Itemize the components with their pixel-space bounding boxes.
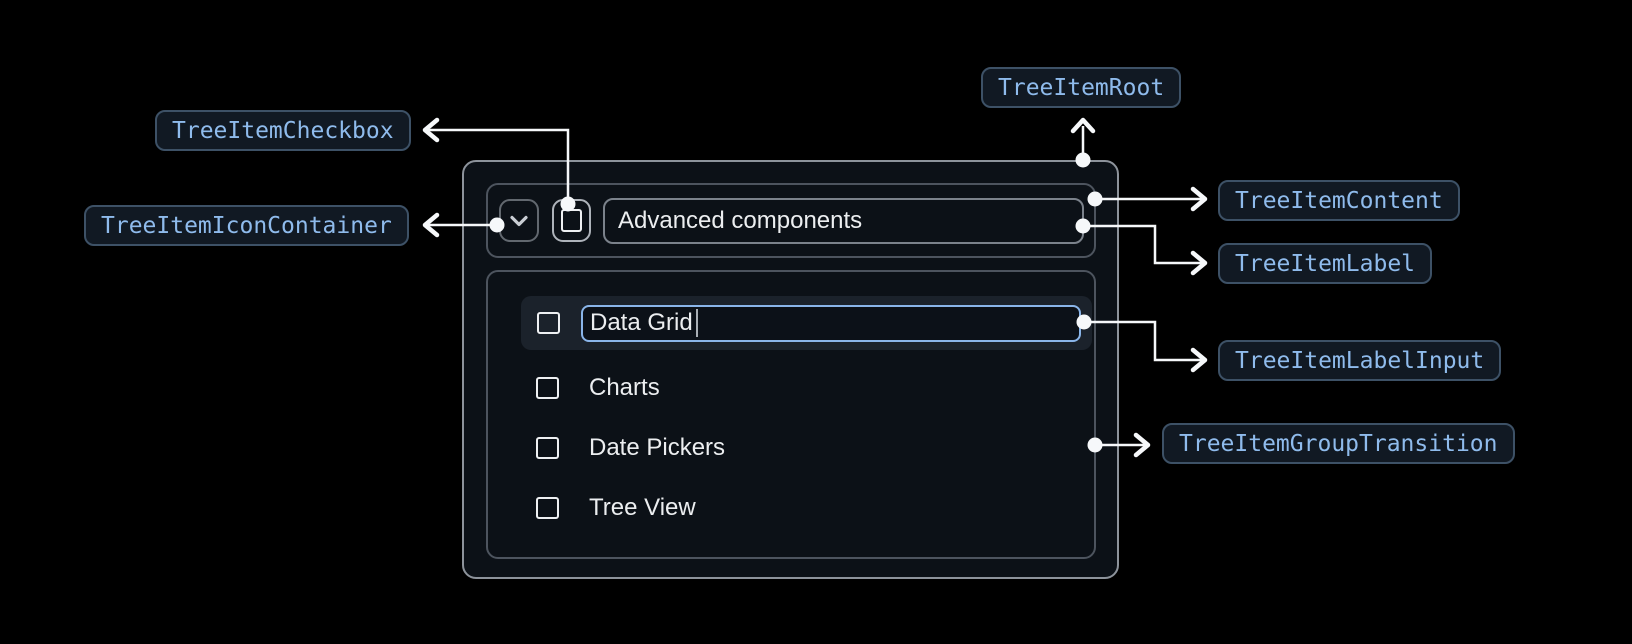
chevron-down-icon (510, 215, 528, 227)
checkbox-unchecked-icon[interactable] (536, 497, 559, 519)
badge-tree-item-checkbox: TreeItemCheckbox (155, 110, 411, 151)
tree-item-row[interactable]: Date Pickers (521, 426, 1092, 470)
tree-item-label-text: Tree View (589, 494, 696, 521)
tree-item-row[interactable]: Charts (521, 366, 1092, 410)
checkbox-unchecked-icon[interactable] (537, 312, 560, 334)
checkbox-unchecked-icon[interactable] (536, 437, 559, 459)
badge-tree-item-label-input: TreeItemLabelInput (1218, 340, 1502, 381)
badge-tree-item-icon-container: TreeItemIconContainer (84, 205, 409, 246)
tree-item-row[interactable]: Tree View (521, 486, 1092, 530)
tree-item-group-transition: Data Grid Charts Date Pickers Tree View (486, 270, 1096, 559)
badge-tree-item-group-transition: TreeItemGroupTransition (1162, 423, 1515, 464)
text-cursor (695, 309, 699, 337)
checkbox-unchecked-icon (561, 209, 582, 232)
tree-item-label-text: Charts (589, 374, 660, 401)
badge-tree-item-content: TreeItemContent (1218, 180, 1460, 221)
label-input-value: Data Grid (590, 309, 693, 336)
tree-item-label-text: Date Pickers (589, 434, 726, 461)
badge-tree-item-root: TreeItemRoot (981, 67, 1182, 108)
tree-item-row-editing[interactable]: Data Grid (521, 296, 1092, 350)
tree-item-label-input[interactable]: Data Grid (581, 304, 1081, 342)
tree-item-label: Advanced components (603, 197, 1084, 244)
tree-item-root: Advanced components Data Grid Charts Dat… (462, 160, 1119, 579)
checkbox-unchecked-icon[interactable] (536, 377, 559, 399)
tree-item-checkbox[interactable] (552, 199, 591, 242)
tree-item-label-text: Advanced components (618, 206, 863, 234)
tree-item-content[interactable]: Advanced components (486, 183, 1096, 258)
tree-item-icon-container[interactable] (499, 199, 539, 242)
badge-tree-item-label: TreeItemLabel (1218, 243, 1433, 284)
